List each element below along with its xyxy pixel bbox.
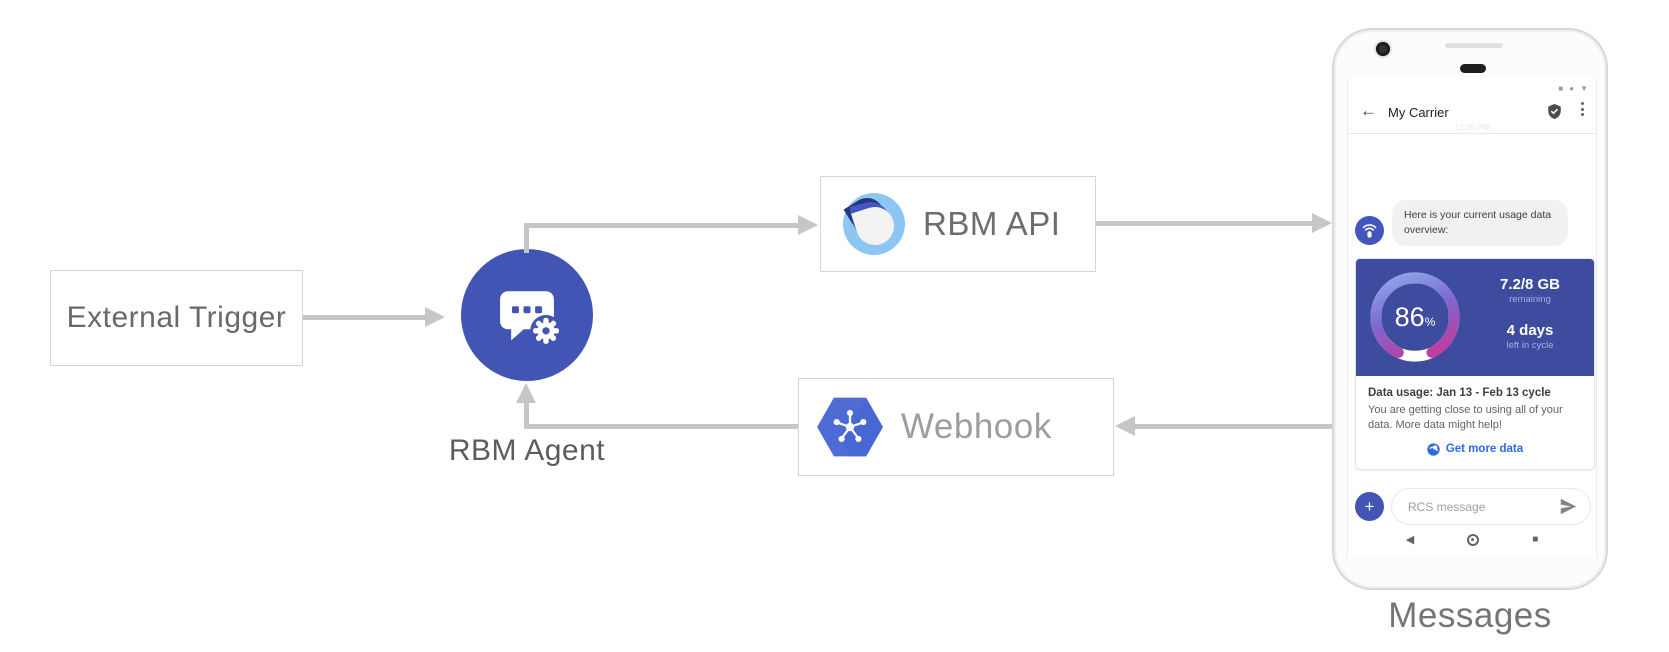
webhook-node: Webhook <box>798 378 1114 476</box>
arrowhead-agent-to-api <box>798 215 818 235</box>
messages-teardrop-logo <box>843 191 905 255</box>
nav-back-icon[interactable]: ◀ <box>1405 534 1415 546</box>
cycle-days-value: 4 days <box>1506 322 1554 339</box>
front-camera <box>1376 42 1390 56</box>
external-trigger-label: External Trigger <box>66 301 287 334</box>
nav-recents-icon[interactable]: ■ <box>1532 534 1539 545</box>
arrowhead-webhook-to-agent <box>516 383 536 403</box>
agent-avatar <box>1355 216 1384 245</box>
remaining-label: remaining <box>1509 294 1551 305</box>
arrow-agent-to-api-horizontal <box>524 223 798 228</box>
status-square-icon: ■ <box>1558 84 1564 93</box>
kebab-menu-icon[interactable] <box>1581 102 1584 116</box>
usage-gauge: 86 % <box>1366 268 1464 366</box>
conversation-title: My Carrier <box>1388 105 1449 120</box>
gauge-percent-sign: % <box>1424 315 1436 329</box>
broadcast-antenna-icon <box>1362 224 1377 238</box>
status-triangle-icon: ▼ <box>1580 84 1588 93</box>
earpiece <box>1460 64 1486 73</box>
compose-field-container <box>1391 488 1591 525</box>
arrow-webhook-to-agent-vertical <box>524 402 529 429</box>
webhook-label: Webhook <box>901 407 1052 446</box>
rbm-agent-label: RBM Agent <box>448 434 606 467</box>
globe-icon <box>1427 443 1440 456</box>
get-more-data-action[interactable]: Get more data <box>1368 443 1582 456</box>
conversation-header: ← My Carrier 12:30 PM <box>1348 92 1596 134</box>
arrow-webhook-to-agent-horizontal <box>527 424 798 429</box>
chat-bubble-gear-icon <box>500 291 562 347</box>
nav-home-icon[interactable] <box>1467 533 1480 546</box>
rbm-agent-node <box>461 249 593 381</box>
status-bar: ■ ● ▼ <box>1558 84 1588 93</box>
phone-screen: ■ ● ▼ ← My Carrier 12:30 PM <box>1347 78 1597 558</box>
send-icon[interactable] <box>1559 498 1578 520</box>
usage-hero: 86 % 7.2/8 GB remaining 4 days left in c… <box>1356 259 1594 376</box>
rbm-api-node: RBM API <box>820 176 1096 272</box>
arrowhead-external-to-agent <box>425 307 445 327</box>
timestamp: 12:30 PM <box>1454 123 1490 132</box>
arrowhead-phone-to-webhook <box>1115 416 1135 436</box>
chat-bubble: Here is your current usage data overview… <box>1392 200 1568 247</box>
card-body-text: You are getting close to using all of yo… <box>1368 404 1563 432</box>
rcs-message-input[interactable] <box>1408 499 1538 514</box>
arrow-external-to-agent <box>303 315 425 320</box>
data-usage-card: 86 % 7.2/8 GB remaining 4 days left in c… <box>1355 258 1595 470</box>
remaining-value: 7.2/8 GB <box>1499 276 1561 293</box>
arrow-api-to-phone <box>1096 221 1312 226</box>
plus-icon: + <box>1364 496 1375 516</box>
cloud-hexagon-network-icon <box>817 397 883 457</box>
verified-shield-icon <box>1547 103 1562 125</box>
phone-mockup: ■ ● ▼ ← My Carrier 12:30 PM <box>1332 28 1608 590</box>
phone-caption: Messages <box>1388 596 1552 635</box>
card-title: Data usage: Jan 13 - Feb 13 cycle <box>1368 387 1551 399</box>
arrowhead-api-to-phone <box>1312 213 1332 233</box>
status-circle-icon: ● <box>1569 84 1575 93</box>
android-nav-bar: ◀ ■ <box>1348 533 1596 546</box>
arrow-agent-to-api-vertical <box>524 223 529 253</box>
back-arrow-icon[interactable]: ← <box>1360 101 1377 120</box>
cycle-days-label: left in cycle <box>1506 340 1554 351</box>
external-trigger-node: External Trigger <box>50 270 303 366</box>
speaker-slot <box>1445 43 1503 48</box>
arrow-phone-to-webhook <box>1135 424 1332 429</box>
chat-bubble-text: Here is your current usage data overview… <box>1404 209 1552 237</box>
rbm-api-label: RBM API <box>923 205 1061 242</box>
gauge-percent-value: 86 <box>1394 301 1425 332</box>
get-more-data-label: Get more data <box>1445 443 1524 456</box>
compose-plus-button[interactable]: + <box>1355 492 1384 521</box>
